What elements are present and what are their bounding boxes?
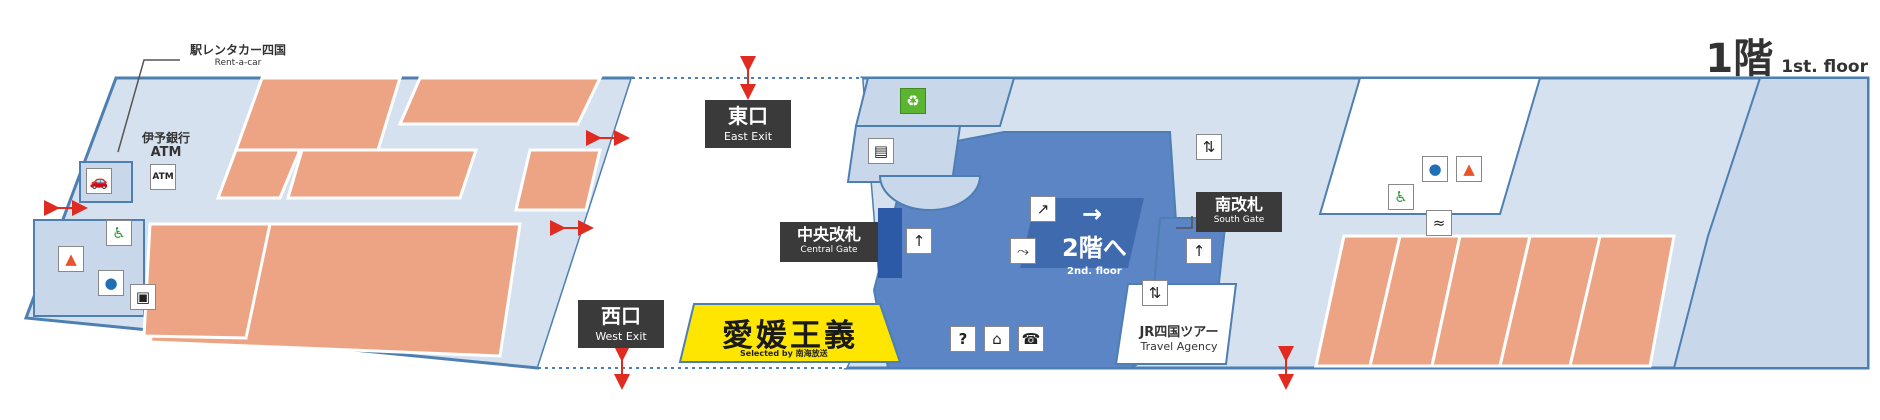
south-gate-leader [1176, 216, 1193, 229]
central-gate-en: Central Gate [800, 245, 858, 255]
east-exit-en: East Exit [723, 130, 773, 143]
ticket-office-icon: ▤ [868, 138, 894, 164]
elevator-icon: ⇅ [1196, 134, 1222, 160]
shop-name: 愛媛王義 [722, 318, 858, 354]
shops-east [1314, 234, 1676, 368]
travel-agency-label: JR四国ツアー Travel Agency [1124, 325, 1234, 354]
central-gate-jp: 中央改札 [796, 225, 861, 244]
escalator-icon: ⤳ [1010, 238, 1036, 264]
floor-indicator: 1階 1st. floor [1705, 26, 1868, 84]
atm-icon: ATM [150, 164, 176, 190]
womens-restroom-east-icon: ▲ [1456, 156, 1482, 182]
central-area [538, 78, 880, 368]
rent-a-car-icon: 🚗 [86, 168, 112, 194]
south-gate-en: South Gate [1213, 215, 1265, 225]
shop-ehime-area [678, 303, 902, 363]
east-exit-room [854, 77, 1016, 127]
floor-english: 1st. floor [1781, 57, 1868, 77]
wheelchair-east-icon: ♿ [1388, 184, 1414, 210]
south-gate-jp: 南改札 [1214, 195, 1263, 214]
central-gate-label: 中央改札 Central Gate [780, 222, 878, 262]
information-icon: ? [950, 326, 976, 352]
west-exit-en: West Exit [595, 330, 647, 343]
stairs-icon: ↗ [1030, 196, 1056, 222]
shop-ehime: 愛媛王義 Selected by 南海放送 [682, 306, 904, 358]
travel-agency-en: Travel Agency [1140, 339, 1218, 353]
rent-a-car-jp: 駅レンタカー四国 [189, 43, 286, 57]
elevator-south-icon: ⇅ [1142, 280, 1168, 306]
rent-a-car-en: Rent-a-car [214, 57, 262, 68]
rent-a-car-label: 駅レンタカー四国 Rent-a-car [178, 43, 298, 68]
atm-text: ATM [150, 144, 182, 160]
to-second-floor-arrow-icon: → [1082, 200, 1103, 228]
gate-central-icon: ↑ [906, 228, 932, 254]
south-gate-label: 南改札 South Gate [1196, 192, 1282, 232]
smoking-area-icon: ≈ [1426, 210, 1452, 236]
rent-a-car-leader [117, 59, 180, 153]
coin-locker-icon: ▣ [130, 284, 156, 310]
shop-subtitle: Selected by 南海放送 [740, 349, 828, 358]
wheelchair-icon: ♿ [106, 220, 132, 246]
east-exit-jp: 東口 [728, 104, 768, 128]
floor-number: 1階 [1705, 36, 1774, 82]
west-exit-jp: 西口 [601, 304, 641, 328]
ticket-office [846, 125, 962, 183]
east-exit-label: 東口 East Exit [705, 100, 791, 148]
to-second-floor-jp: 2階へ [1062, 234, 1127, 262]
west-exit-label: 西口 West Exit [578, 300, 664, 348]
womens-restroom-icon: ▲ [58, 246, 84, 272]
telephone-icon: ☎ [1018, 326, 1044, 352]
mens-restroom-icon: ● [98, 270, 124, 296]
atm-label: 伊予銀行 ATM [136, 131, 196, 161]
eco-recycle-icon: ♻ [900, 88, 926, 114]
travel-agency-jp: JR四国ツアー [1139, 325, 1219, 340]
gate-lines-central [878, 208, 902, 278]
exit-arrows [44, 56, 1294, 390]
east-far-block [1672, 77, 1869, 369]
waiting-area-arc [878, 175, 982, 211]
to-second-floor: → 2階へ 2nd. floor [1062, 200, 1127, 277]
to-second-floor-en: 2nd. floor [1067, 266, 1122, 277]
atm-bank-name: 伊予銀行 [141, 131, 190, 145]
mens-restroom-east-icon: ● [1422, 156, 1448, 182]
waiting-room-icon: ⌂ [984, 326, 1010, 352]
shops-west [142, 76, 603, 358]
east-upper-area [1318, 77, 1542, 215]
gate-south-icon: ↑ [1186, 238, 1212, 264]
